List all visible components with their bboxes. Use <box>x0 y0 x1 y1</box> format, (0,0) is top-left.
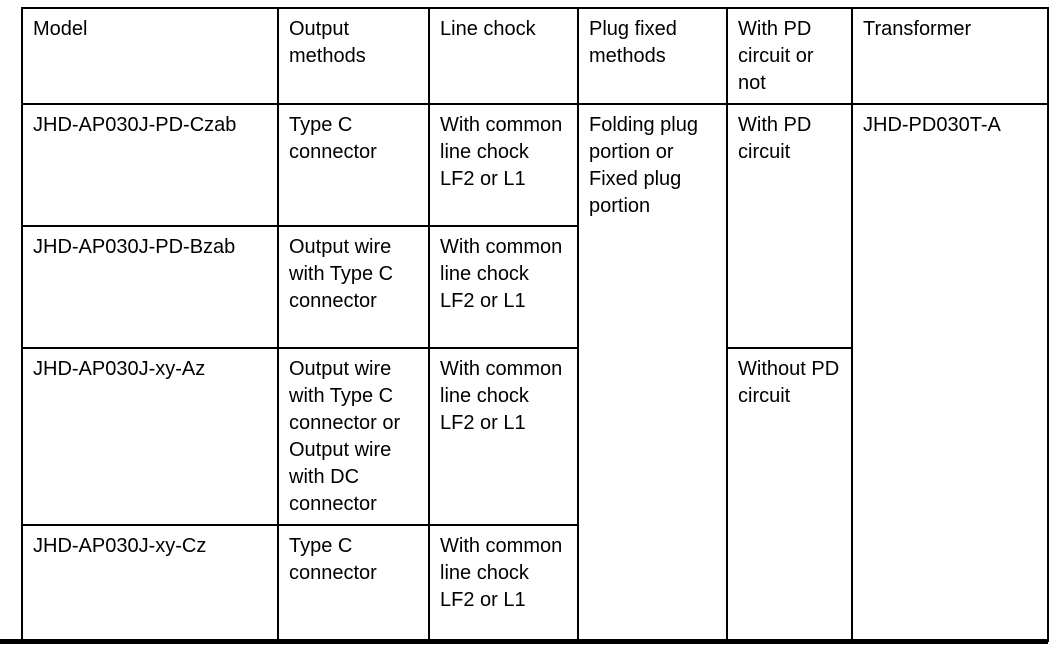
cell-output-method-4: Type C connector <box>277 524 430 642</box>
cell-line-chock-4: With common line chock LF2 or L1 <box>428 524 579 642</box>
cell-output-method-1: Type C connector <box>277 103 430 227</box>
cell-model-3: JHD-AP030J-xy-Az <box>21 347 279 526</box>
cell-model-2: JHD-AP030J-PD-Bzab <box>21 225 279 349</box>
header-output-methods: Output methods <box>277 7 430 105</box>
header-plug-fixed-methods: Plug fixed methods <box>577 7 728 105</box>
table-row: JHD-AP030J-xy-Cz Type C connector With c… <box>21 524 1048 642</box>
header-line-chock: Line chock <box>428 7 579 105</box>
cell-without-pd-circuit: Without PD circuit <box>726 347 853 642</box>
table-container: Model Output methods Line chock Plug fix… <box>0 7 1049 644</box>
cell-line-chock-3: With common line chock LF2 or L1 <box>428 347 579 526</box>
bottom-rule <box>0 639 1048 644</box>
cell-with-pd-circuit: With PD circuit <box>726 103 853 349</box>
header-pd-circuit: With PD circuit or not <box>726 7 853 105</box>
header-transformer: Transformer <box>851 7 1049 105</box>
cell-output-method-2: Output wire with Type C connector <box>277 225 430 349</box>
product-spec-table: Model Output methods Line chock Plug fix… <box>21 7 1049 642</box>
cell-output-method-3: Output wire with Type C connector or Out… <box>277 347 430 526</box>
cell-line-chock-1: With common line chock LF2 or L1 <box>428 103 579 227</box>
cell-model-4: JHD-AP030J-xy-Cz <box>21 524 279 642</box>
cell-plug-fixed-methods: Folding plug portion or Fixed plug porti… <box>577 103 728 642</box>
table-row: JHD-AP030J-PD-Czab Type C connector With… <box>21 103 1049 642</box>
table-row: JHD-AP030J-xy-Az Output wire with Type C… <box>21 347 1048 642</box>
header-model: Model <box>21 7 279 105</box>
table-header-row: Model Output methods Line chock Plug fix… <box>21 7 1049 105</box>
cell-transformer: JHD-PD030T-A <box>851 103 1049 642</box>
cell-model-1: JHD-AP030J-PD-Czab <box>21 103 279 227</box>
cell-line-chock-2: With common line chock LF2 or L1 <box>428 225 579 349</box>
table-row: JHD-AP030J-PD-Bzab Output wire with Type… <box>21 225 1048 349</box>
